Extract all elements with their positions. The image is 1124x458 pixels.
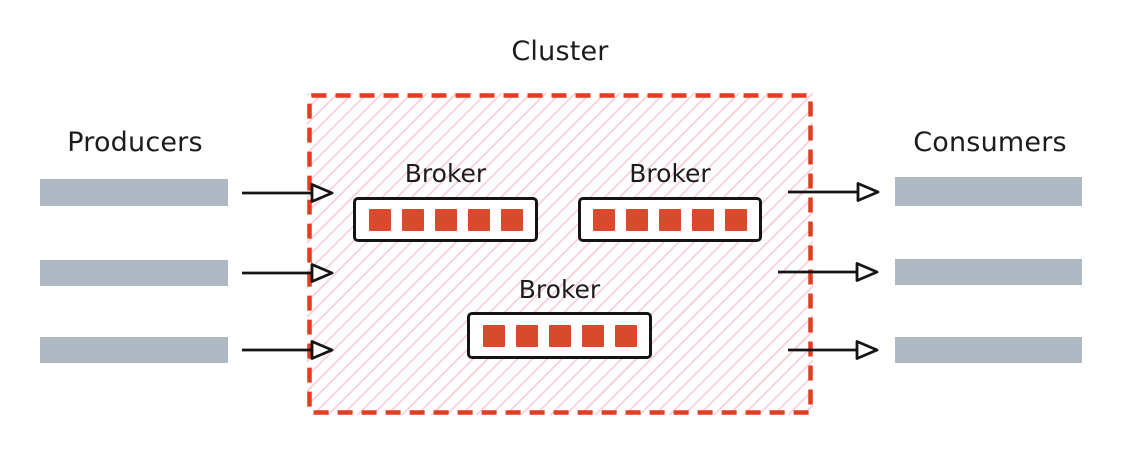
partition-square [401, 208, 424, 231]
cluster-boundary [307, 93, 813, 415]
partition-square [434, 208, 457, 231]
stream-bar [895, 259, 1082, 285]
consumer-bars [895, 177, 1082, 363]
broker-box [578, 197, 762, 242]
producers-label: Producers [67, 127, 203, 158]
stream-bar [895, 177, 1082, 206]
partition-square [368, 208, 391, 231]
cluster-title: Cluster [511, 36, 609, 67]
broker-label: Broker [404, 159, 487, 188]
partition-square [548, 324, 571, 347]
partition-square [482, 324, 505, 347]
producer-bars [40, 179, 228, 364]
consumers-label: Consumers [913, 127, 1067, 158]
partition-square [626, 208, 648, 231]
partition-square [614, 324, 637, 347]
partition-square [692, 208, 714, 231]
stream-bar [40, 337, 228, 363]
broker-box [353, 197, 538, 242]
stream-bar [895, 337, 1082, 363]
broker-label: Broker [518, 275, 601, 304]
partition-square [515, 324, 538, 347]
partition-square [725, 208, 747, 231]
partition-square [467, 208, 490, 231]
stream-bar [40, 179, 228, 206]
partition-square [659, 208, 681, 231]
stream-bar [40, 260, 228, 286]
partition-square [500, 208, 523, 231]
partition-square [593, 208, 615, 231]
broker-label: Broker [629, 159, 711, 188]
partition-square [581, 324, 604, 347]
broker-box [467, 312, 652, 359]
cluster-dashed-border [307, 93, 813, 415]
